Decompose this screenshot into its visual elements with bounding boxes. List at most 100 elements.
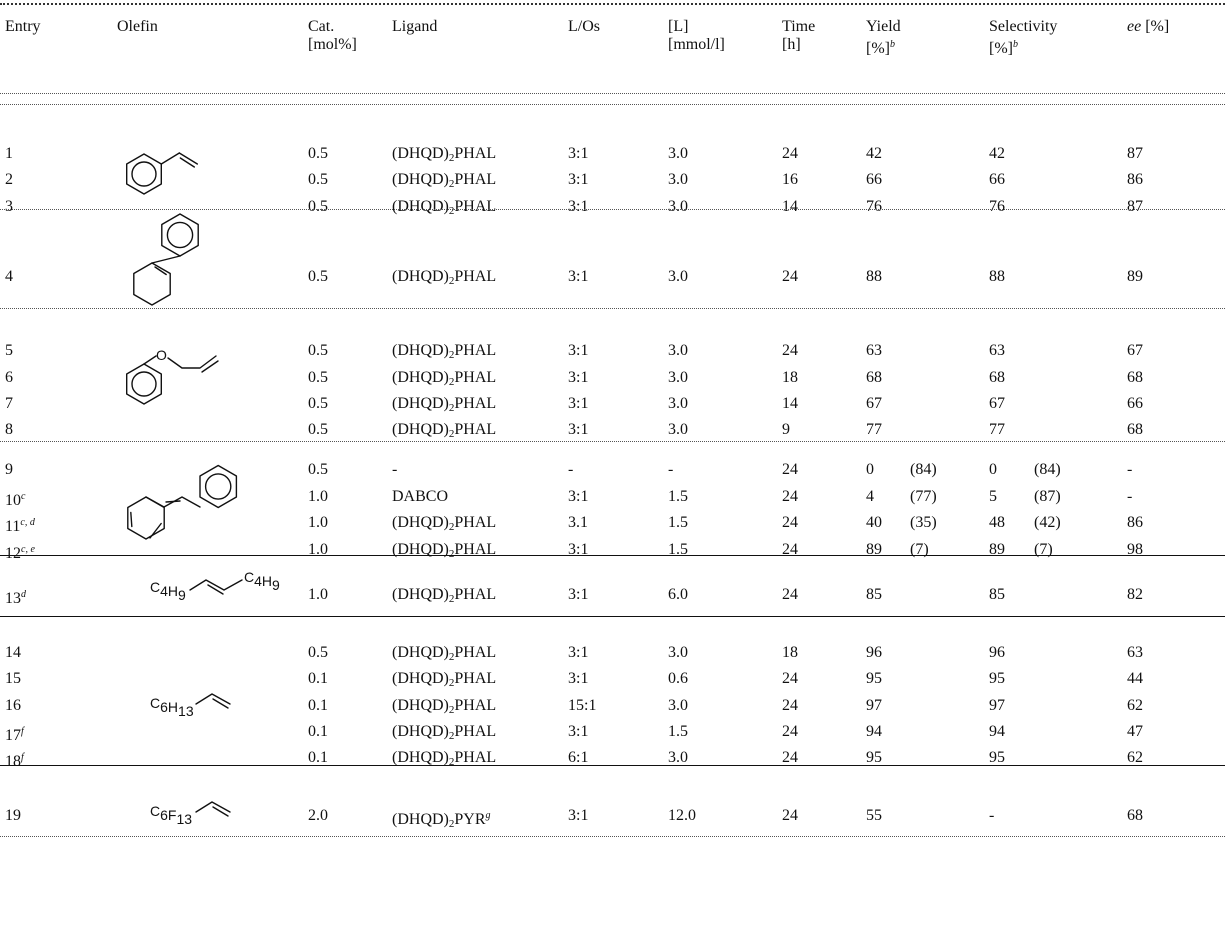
column-label: Yield <box>866 18 901 35</box>
footnote-marker: c, e <box>21 544 35 555</box>
reaction-time: 18 <box>782 644 798 661</box>
entry-value: 5 <box>5 342 13 359</box>
ligand-concentration: 3.0 <box>668 198 688 215</box>
yield-value: 97 <box>866 697 882 714</box>
column-label: L/Os <box>568 18 600 35</box>
yield-value: 95 <box>866 749 882 766</box>
entry-value: 18 <box>5 753 21 770</box>
footnote-marker: b <box>1012 39 1018 50</box>
reaction-time: 24 <box>782 514 798 531</box>
ligand-concentration: 1.5 <box>668 541 688 558</box>
catalyst-loading: 1.0 <box>308 586 328 603</box>
yield-value: 4 <box>866 488 874 505</box>
column-header-conc: [L][mmol/l] <box>668 18 725 54</box>
entry-value: 9 <box>5 461 13 478</box>
ligand-concentration: 3.0 <box>668 171 688 188</box>
ee-value: 68 <box>1127 369 1143 386</box>
ligand-concentration: 3.0 <box>668 749 688 766</box>
ligand-cell: (DHQD)2PYRg <box>392 807 491 833</box>
reaction-time: 24 <box>782 586 798 603</box>
ligand-osmium-ratio: 3:1 <box>568 541 589 558</box>
catalyst-loading: 0.1 <box>308 723 328 740</box>
ligand-osmium-ratio: 15:1 <box>568 697 597 714</box>
column-header-ligand: Ligand <box>392 18 437 36</box>
yield-value: 55 <box>866 807 882 824</box>
ligand-concentration: 6.0 <box>668 586 688 603</box>
column-label: [L] <box>668 18 689 35</box>
entry-value: 15 <box>5 670 21 687</box>
reaction-time: 24 <box>782 541 798 558</box>
column-unit: [%] <box>1145 18 1170 35</box>
catalyst-loading: 0.5 <box>308 145 328 162</box>
catalyst-loading: 1.0 <box>308 541 328 558</box>
entry-value: 2 <box>5 171 13 188</box>
yield-value: 95 <box>866 670 882 687</box>
footnote-marker: d <box>21 589 26 600</box>
ligand-osmium-ratio: 3:1 <box>568 807 589 824</box>
column-unit: [h] <box>782 36 801 53</box>
entry-number: 9 <box>5 461 13 479</box>
ligand-concentration: 3.0 <box>668 395 688 412</box>
ee-value: 98 <box>1127 541 1143 558</box>
yield-value: 0 <box>866 461 874 478</box>
phenylcyclohexene-icon <box>133 213 199 306</box>
catalyst-loading: 0.1 <box>308 697 328 714</box>
group-rule <box>0 441 1225 442</box>
reaction-time: 24 <box>782 461 798 478</box>
selectivity-value: 96 <box>989 644 1005 661</box>
yield-value: 68 <box>866 369 882 386</box>
ligand-concentration: 1.5 <box>668 723 688 740</box>
entry-value: 12 <box>5 545 21 562</box>
svg-text:C4H9: C4H9 <box>244 569 280 593</box>
selectivity-paren-value: (84) <box>1034 461 1061 478</box>
yield-value: 94 <box>866 723 882 740</box>
ligand-name: (DHQD)2PHAL <box>392 268 497 287</box>
reaction-time: 16 <box>782 171 798 188</box>
entry-number: 4 <box>5 268 13 286</box>
ligand-name: (DHQD)2PHAL <box>392 514 497 533</box>
catalyst-loading: 0.1 <box>308 749 328 766</box>
selectivity-value: 48 <box>989 514 1005 531</box>
ee-value: 82 <box>1127 586 1143 603</box>
ee-value: 68 <box>1127 807 1143 824</box>
selectivity-value: - <box>989 807 995 824</box>
ligand-cell: (DHQD)2PHAL <box>392 421 496 443</box>
ee-value: 62 <box>1127 697 1143 714</box>
selectivity-paren-value: (87) <box>1034 488 1061 505</box>
footnote-marker: c <box>21 491 26 502</box>
reaction-time: 14 <box>782 198 798 215</box>
selectivity-value: 95 <box>989 749 1005 766</box>
entry-number: 8 <box>5 421 13 439</box>
selectivity-value: 63 <box>989 342 1005 359</box>
yield-value: 76 <box>866 198 882 215</box>
reaction-time: 24 <box>782 807 798 824</box>
ligand-osmium-ratio: - <box>568 461 574 478</box>
selectivity-value: 5 <box>989 488 997 505</box>
ligand-name: (DHQD)2PHAL <box>392 395 497 414</box>
column-unit: [%] <box>989 40 1013 57</box>
entry-value: 19 <box>5 807 21 824</box>
catalyst-loading: 0.5 <box>308 395 328 412</box>
ligand-cell: (DHQD)2PHAL <box>392 198 496 220</box>
ligand-concentration: 3.0 <box>668 644 688 661</box>
selectivity-value: 42 <box>989 145 1005 162</box>
column-unit: [mol%] <box>308 36 357 53</box>
ligand-osmium-ratio: 3:1 <box>568 145 589 162</box>
selectivity-value: 97 <box>989 697 1005 714</box>
ligand-osmium-ratio: 3:1 <box>568 488 589 505</box>
ligand-name: (DHQD)2PHAL <box>392 342 497 361</box>
ligand-concentration: 3.0 <box>668 268 688 285</box>
ligand-name: (DHQD)2PHAL <box>392 171 497 190</box>
ligand-name: (DHQD)2PHAL <box>392 369 497 388</box>
ligand-name: (DHQD)2PHAL <box>392 749 497 768</box>
ee-value: 68 <box>1127 421 1143 438</box>
reaction-time: 14 <box>782 395 798 412</box>
ligand-name: (DHQD)2PHAL <box>392 723 497 742</box>
selectivity-value: 67 <box>989 395 1005 412</box>
entry-value: 7 <box>5 395 13 412</box>
column-header-entry: Entry <box>5 18 41 36</box>
ligand-name: (DHQD)2PHAL <box>392 145 497 164</box>
selectivity-paren-value: (7) <box>1034 541 1053 558</box>
table-bottom-rule <box>0 836 1225 837</box>
